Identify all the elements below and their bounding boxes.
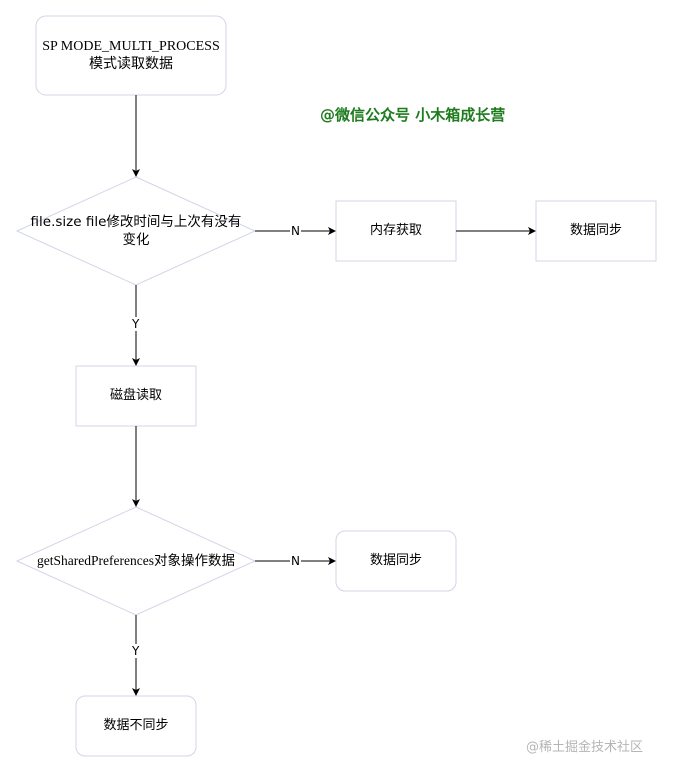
edge-label-y-top: Y	[131, 317, 141, 331]
disk-read-label: 磁盘读取	[109, 388, 162, 403]
start-node[interactable]	[35, 15, 227, 96]
memory-read-label: 内存获取	[369, 223, 422, 238]
edge-label-n-top: N	[290, 224, 301, 238]
no-sync-node[interactable]	[75, 695, 197, 757]
site-watermark: @稀土掘金技术社区	[526, 740, 644, 755]
edge-label-y-bottom: Y	[131, 644, 141, 658]
account-watermark: @微信公众号 小木箱成长营	[320, 106, 506, 124]
memory-read-node[interactable]	[335, 200, 457, 262]
disk-read-node[interactable]	[75, 365, 197, 427]
data-sync-node-top[interactable]	[535, 200, 657, 262]
decision1-label: file.size file修改时间与上次有没有 变化	[30, 214, 242, 248]
data-sync-bottom-label: 数据同步	[369, 553, 422, 568]
no-sync-label: 数据不同步	[103, 718, 169, 733]
data-sync-node-bottom[interactable]	[335, 530, 457, 592]
edge-label-n-bottom: N	[290, 554, 301, 568]
start-node-label: SP MODE_MULTI_PROCESS 模式读取数据	[42, 38, 220, 72]
data-sync-top-label: 数据同步	[569, 223, 622, 238]
decision2-label: getSharedPreferences对象操作数据	[37, 553, 235, 568]
